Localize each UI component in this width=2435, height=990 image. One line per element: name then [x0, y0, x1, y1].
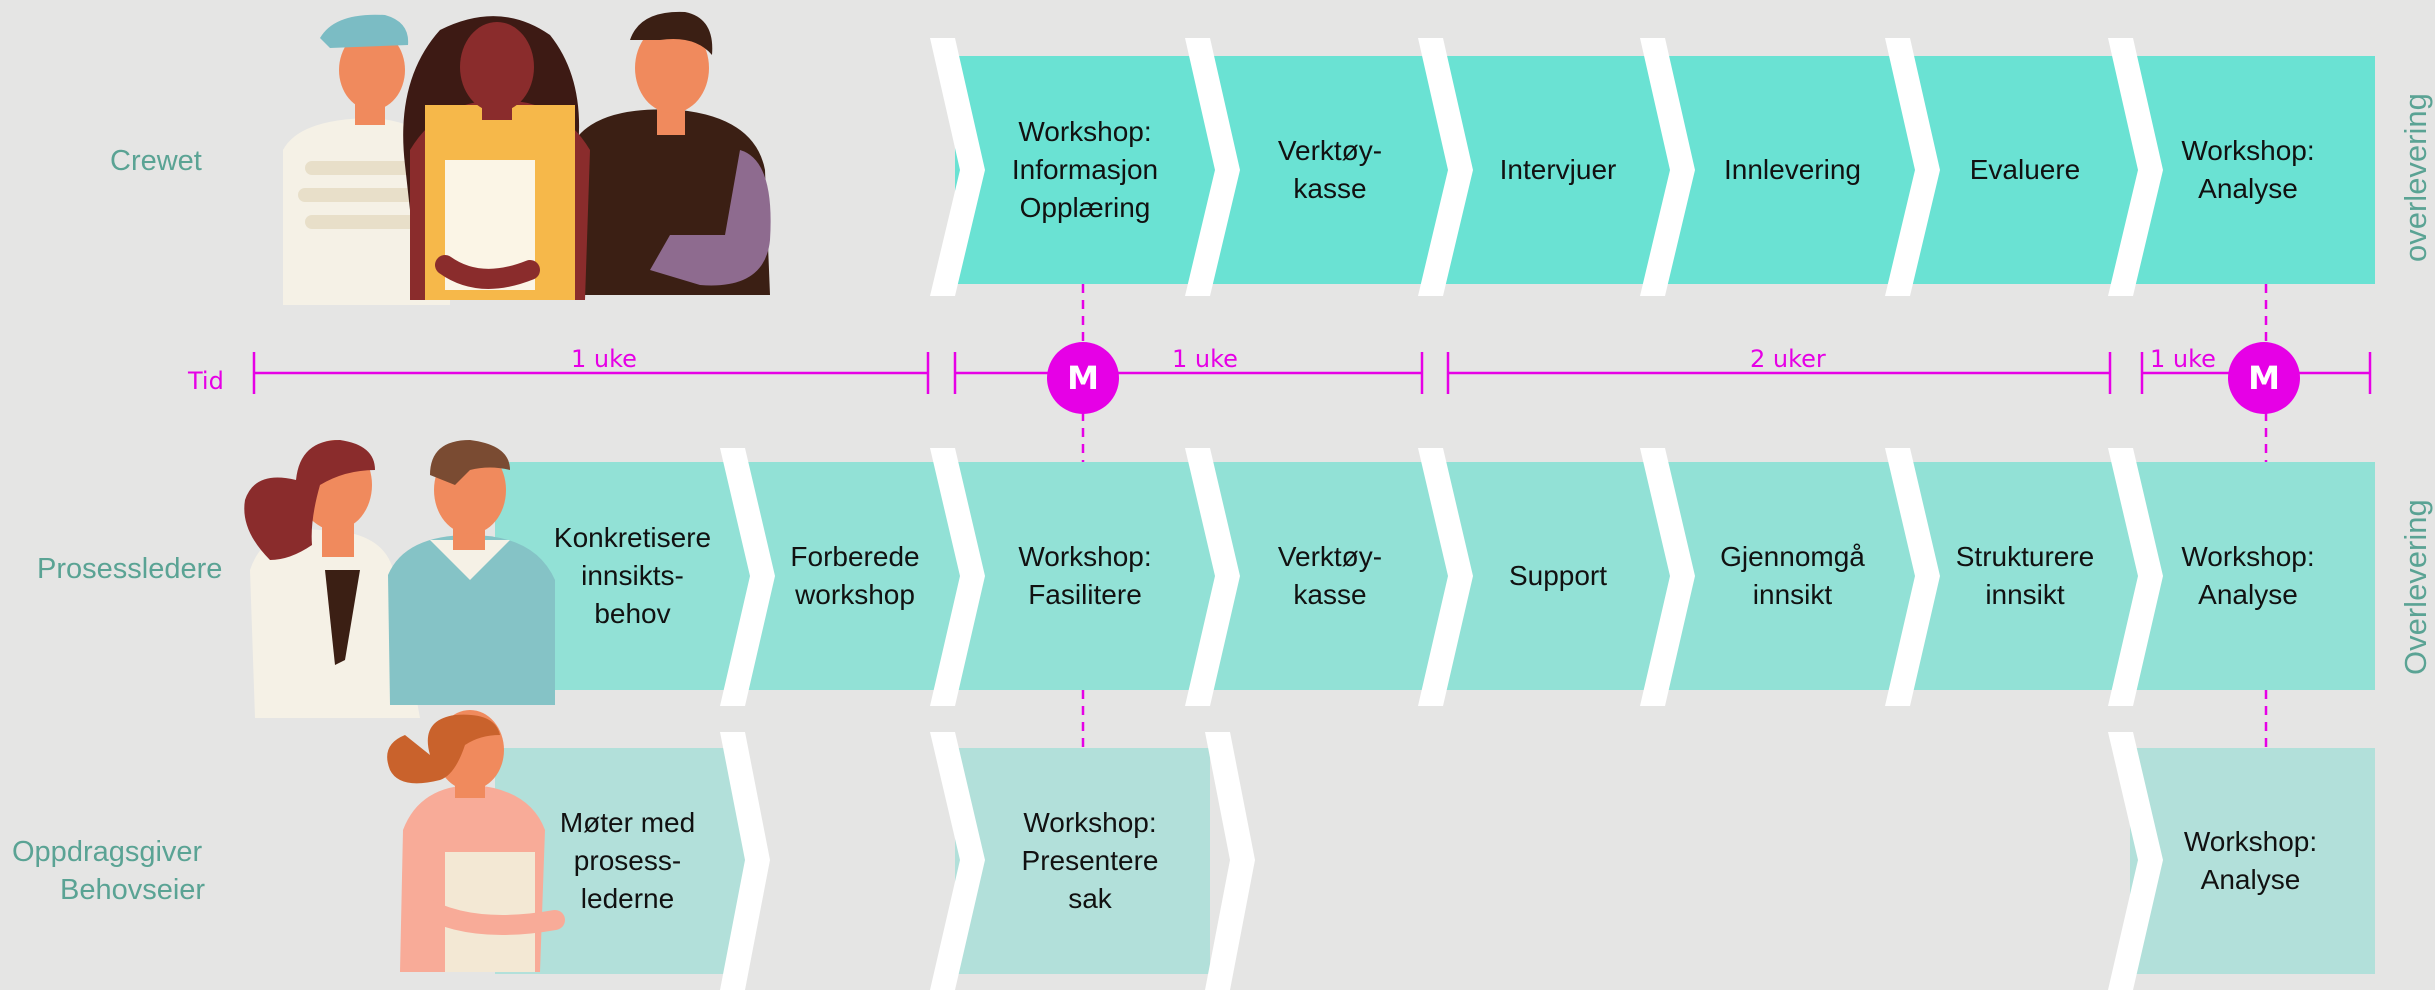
chevron-separators	[720, 38, 2163, 990]
crew-step: Innlevering	[1724, 154, 1861, 185]
timeline-segment-label: 1 uke	[1172, 345, 1238, 373]
milestone-marker	[1047, 342, 1119, 414]
milestone-label: M	[1067, 359, 1099, 397]
milestone-marker	[2228, 342, 2300, 414]
lane-label-crew: Crewet	[110, 145, 202, 177]
lane-label-client-2: Behovseier	[60, 874, 206, 906]
timeline	[252, 352, 2372, 394]
side-label-process: Overlevering	[2398, 499, 2433, 675]
process-step: Verktøy- kasse	[1277, 541, 1383, 610]
crew-step: Evaluere	[1969, 154, 2081, 185]
crew-people-illustration	[283, 11, 771, 305]
lane-label-client-1: Oppdragsgiver	[12, 836, 203, 868]
crew-step: Workshop: Informasjon Opplæring	[1011, 116, 1159, 223]
lane-label-process: Prosessledere	[37, 553, 223, 585]
process-step: Workshop: Fasilitere	[1018, 541, 1152, 610]
process-step: Forberede workshop	[790, 541, 920, 610]
timeline-segment-label: 1 uke	[571, 345, 637, 373]
milestone-label: M	[2248, 359, 2280, 397]
client-step: Workshop: Presentere sak	[1021, 807, 1159, 914]
process-step: Strukturere innsikt	[1955, 541, 2095, 610]
crew-step: Intervjuer	[1499, 154, 1617, 185]
side-label-crew: overlevering	[2398, 93, 2433, 262]
process-step: Gjennomgå innsikt	[1720, 541, 1865, 610]
timeline-segment-label: 1 uke	[2150, 345, 2216, 373]
client-lane-band	[495, 748, 2375, 974]
process-leaders-illustration	[244, 440, 555, 718]
process-step: Workshop: Analyse	[2181, 541, 2315, 610]
client-step: Workshop: Analyse	[2183, 826, 2318, 895]
process-step: Konkretisere innsikts- behov	[553, 522, 712, 629]
timeline-label: Tid	[188, 367, 224, 395]
client-step: Møter med prosess- lederne	[559, 807, 696, 914]
process-step: Support	[1508, 560, 1608, 591]
timeline-segment-label: 2 uker	[1750, 345, 1826, 373]
crew-step: Workshop: Analyse	[2181, 135, 2315, 204]
client-person-illustration	[387, 710, 565, 972]
crew-step: Verktøy- kasse	[1277, 135, 1383, 204]
